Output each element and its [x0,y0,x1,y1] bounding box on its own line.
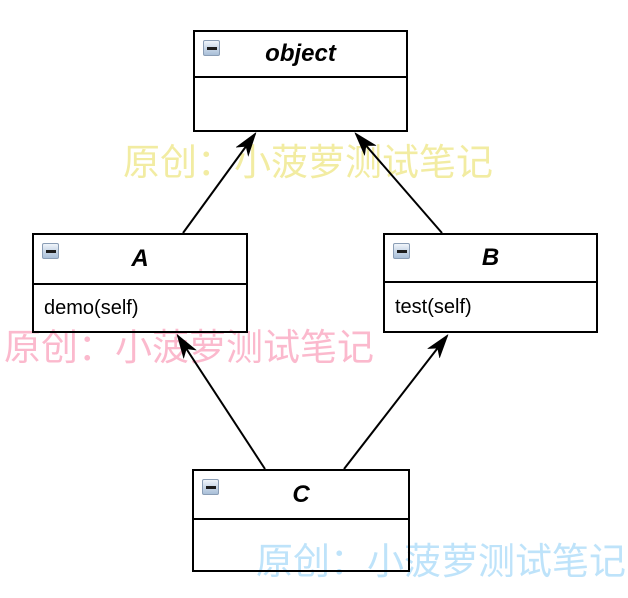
collapse-minus-icon[interactable] [203,40,220,56]
class-node-object-body [195,78,406,130]
class-title: B [481,244,500,271]
class-node-b[interactable]: B test(self) [383,233,598,333]
collapse-minus-icon[interactable] [393,243,410,259]
minus-bar [206,46,217,50]
class-title: object [265,40,336,67]
class-node-c[interactable]: C [192,469,410,572]
minus-bar [45,249,56,253]
class-node-object-header: object [195,32,406,78]
method-label: demo(self) [44,296,139,319]
minus-bar [396,249,407,253]
class-node-object[interactable]: object [193,30,408,132]
watermark-text: 原创：小菠萝测试笔记 [123,142,493,183]
class-node-a[interactable]: A demo(self) [32,233,248,333]
class-node-a-header: A [34,235,246,285]
class-title: A [131,245,149,272]
class-node-b-header: B [385,235,596,283]
watermark-text: 原创：小菠萝测试笔记 [256,541,626,582]
class-node-c-header: C [194,471,408,520]
minus-bar [205,485,216,489]
watermark-text: 原创：小菠萝测试笔记 [4,327,374,368]
class-node-c-body [194,520,408,570]
class-node-b-body: test(self) [385,283,596,331]
method-label: test(self) [395,295,472,318]
class-title: C [292,480,310,508]
collapse-minus-icon[interactable] [202,479,219,495]
collapse-minus-icon[interactable] [42,243,59,259]
class-node-a-body: demo(self) [34,285,246,331]
